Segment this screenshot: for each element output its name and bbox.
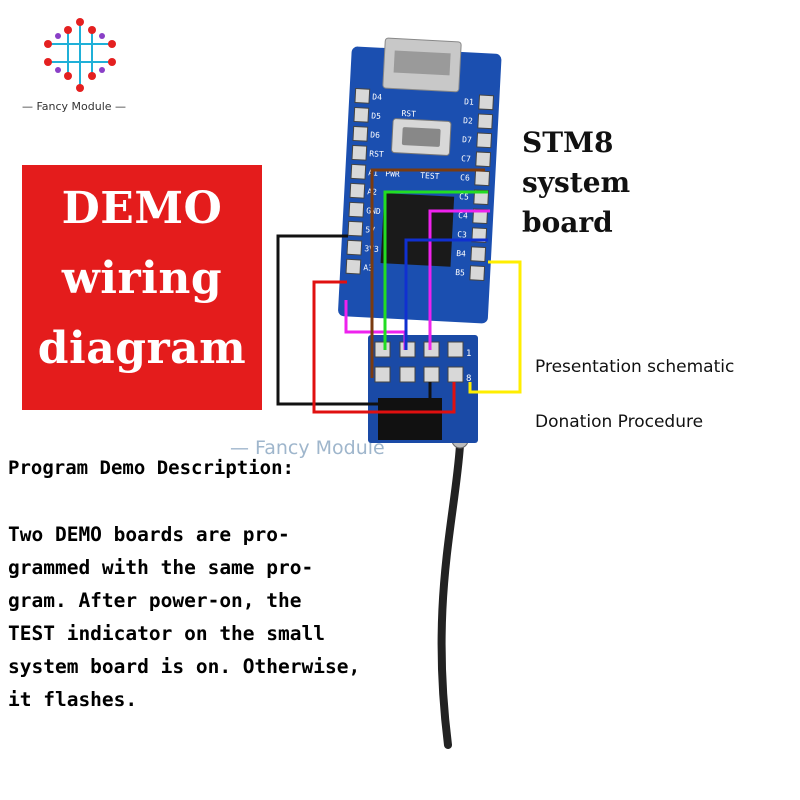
pin-label-left-6: GND [366, 206, 381, 216]
description-line-6: it flashes. [8, 688, 138, 711]
presentation-schematic-label: Presentation schematic [535, 357, 735, 377]
pin-label-right-8: B4 [456, 249, 466, 259]
board-label-line2: system [522, 166, 631, 199]
module-pin-8-label: 8 [466, 374, 471, 384]
wire-yellow-c3 [468, 260, 522, 394]
description-title: Program Demo Description: [8, 457, 294, 479]
pin-label-right-1: D2 [463, 116, 473, 126]
pin-label-right-6: C4 [458, 211, 468, 221]
board-top-label-pwr: PWR [385, 169, 400, 179]
pin-label-left-3: RST [369, 149, 384, 159]
pin-label-right-0: D1 [464, 97, 474, 107]
wire-magenta-c5 [428, 209, 490, 350]
watermark-text: — Fancy Module [230, 437, 385, 459]
wire-red-3v3 [312, 280, 456, 414]
pin-label-right-4: C6 [460, 173, 470, 183]
module-pin-1-label: 1 [466, 349, 471, 359]
description-line-1: Two DEMO boards are pro- [8, 523, 290, 546]
pin-label-right-9: B5 [455, 268, 465, 278]
description-line-5: system board is on. Otherwise, [8, 655, 361, 678]
pin-label-left-0: D4 [372, 92, 382, 102]
description-line-4: TEST indicator on the small [8, 622, 325, 645]
demo-title-line3: diagram [37, 323, 247, 374]
demo-title-box: DEMO wiring diagram [22, 165, 262, 410]
wire-brown-c7 [370, 168, 485, 378]
board-top-label-rst: RST [401, 109, 416, 119]
demo-title-line2: wiring [61, 253, 223, 304]
description-line-2: grammed with the same pro- [8, 556, 314, 579]
demo-title-line1: DEMO [61, 183, 223, 234]
logo-text: — Fancy Module — [21, 100, 127, 113]
pin-label-right-2: D7 [462, 135, 472, 145]
board-label-line1: STM8 [522, 126, 614, 159]
pin-label-right-5: C5 [459, 192, 469, 202]
wire-green-c6 [383, 190, 488, 350]
antenna-wire [437, 441, 464, 749]
stm8-board: D4 D5 D6 RST A1 A2 GND 5V 3V3 A3 D1 D2 D… [338, 37, 502, 324]
wire-blue-c4 [404, 238, 488, 350]
board-label-line3: board [522, 206, 613, 239]
pin-label-right-7: C3 [457, 230, 467, 240]
donation-procedure-label: Donation Procedure [535, 412, 704, 432]
pin-label-left-7: 5V [365, 225, 375, 235]
stm8-chip [380, 193, 455, 267]
pin-label-right-3: C7 [461, 154, 471, 164]
board-top-label-test: TEST [420, 171, 440, 181]
description-line-3: gram. After power-on, the [8, 589, 302, 612]
pin-label-left-2: D6 [370, 130, 380, 140]
rf-module: 1 8 [368, 335, 478, 443]
circuit-logo-icon [44, 18, 116, 92]
pin-label-left-1: D5 [371, 111, 381, 121]
wire-black-gnd [276, 234, 432, 406]
pin-label-left-9: A3 [363, 263, 373, 273]
